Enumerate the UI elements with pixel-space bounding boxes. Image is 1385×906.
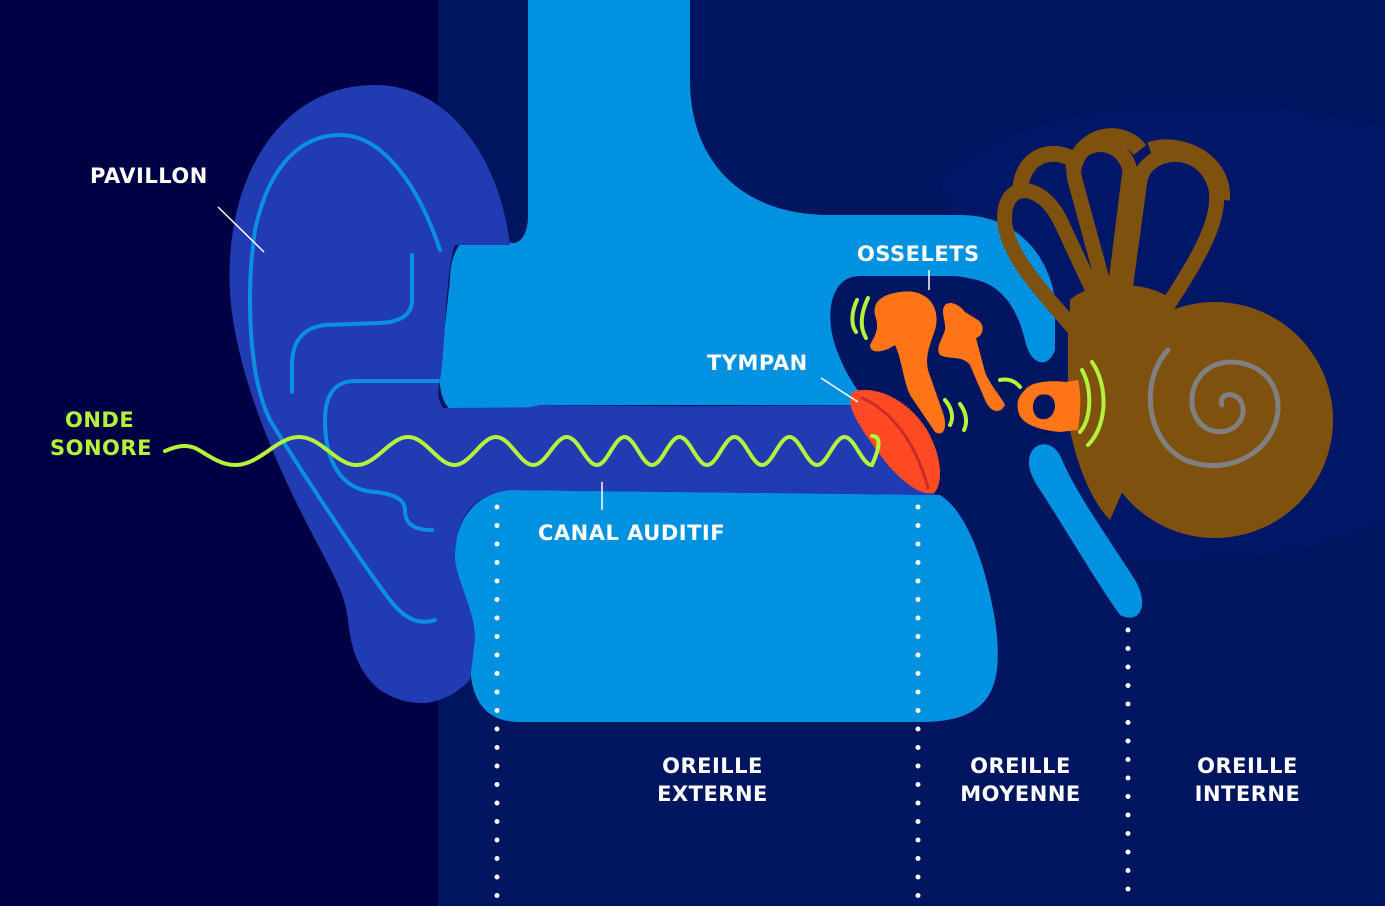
- label-onde-line1: ONDE: [65, 408, 135, 432]
- eustachian-tube: [1028, 444, 1143, 618]
- vibration-arc: [958, 402, 969, 432]
- label-tympan: TYMPAN: [707, 351, 808, 375]
- vibration-arc: [1078, 368, 1092, 434]
- inner-ear: [997, 128, 1333, 538]
- eardrum-shape: [850, 389, 940, 494]
- head-tissue-lower: [454, 490, 998, 722]
- section-interne-line1: OREILLE: [1197, 754, 1298, 778]
- pinna: [229, 85, 900, 704]
- pavillon-leader: [217, 206, 265, 253]
- head-tissue: [439, 0, 1055, 422]
- vibration-marks: [850, 296, 1106, 447]
- malleus: [870, 291, 946, 434]
- antihelix-contour: [290, 253, 414, 394]
- section-moyenne-line1: OREILLE: [970, 754, 1071, 778]
- section-moyenne-line2: MOYENNE: [960, 782, 1081, 806]
- section-externe-line1: OREILLE: [662, 754, 763, 778]
- canal-loop-1: [997, 183, 1102, 335]
- section-interne: OREILLE INTERNE: [1175, 752, 1320, 808]
- label-canal-auditif: CANAL AUDITIF: [538, 521, 726, 545]
- tympan-leader: [820, 377, 859, 403]
- helix-contour: [248, 132, 442, 624]
- label-onde-line2: SONORE: [50, 436, 152, 460]
- ossicles: [870, 291, 1081, 434]
- eardrum-line: [860, 396, 930, 490]
- vibration-arc: [850, 298, 859, 334]
- canal-loop-2: [1066, 137, 1138, 292]
- eardrum: [850, 389, 940, 494]
- concha-contour: [322, 379, 440, 532]
- vibration-arc: [943, 398, 955, 427]
- vibration-arc: [1086, 360, 1106, 447]
- section-moyenne: OREILLE MOYENNE: [948, 752, 1093, 808]
- stapes: [1017, 380, 1081, 432]
- cochlea-body: [1068, 307, 1180, 520]
- cochlea-spiral: [1147, 347, 1281, 468]
- label-osselets: OSSELETS: [857, 242, 980, 266]
- sound-wave: [163, 434, 881, 468]
- canal-loop-3: [1117, 146, 1225, 314]
- section-externe-line2: EXTERNE: [657, 782, 768, 806]
- section-externe: OREILLE EXTERNE: [640, 752, 785, 808]
- section-interne-line2: INTERNE: [1194, 782, 1301, 806]
- incus: [938, 302, 1005, 412]
- vibration-arc: [859, 296, 870, 340]
- vibration-arc: [998, 377, 1022, 389]
- label-pavillon: PAVILLON: [90, 164, 208, 188]
- canal-band: [440, 405, 935, 520]
